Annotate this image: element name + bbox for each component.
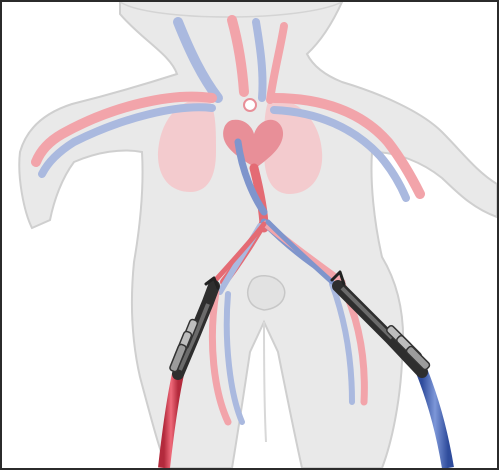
diagram-frame: [0, 0, 499, 470]
ecmo-cannulation-diagram: [2, 2, 497, 468]
